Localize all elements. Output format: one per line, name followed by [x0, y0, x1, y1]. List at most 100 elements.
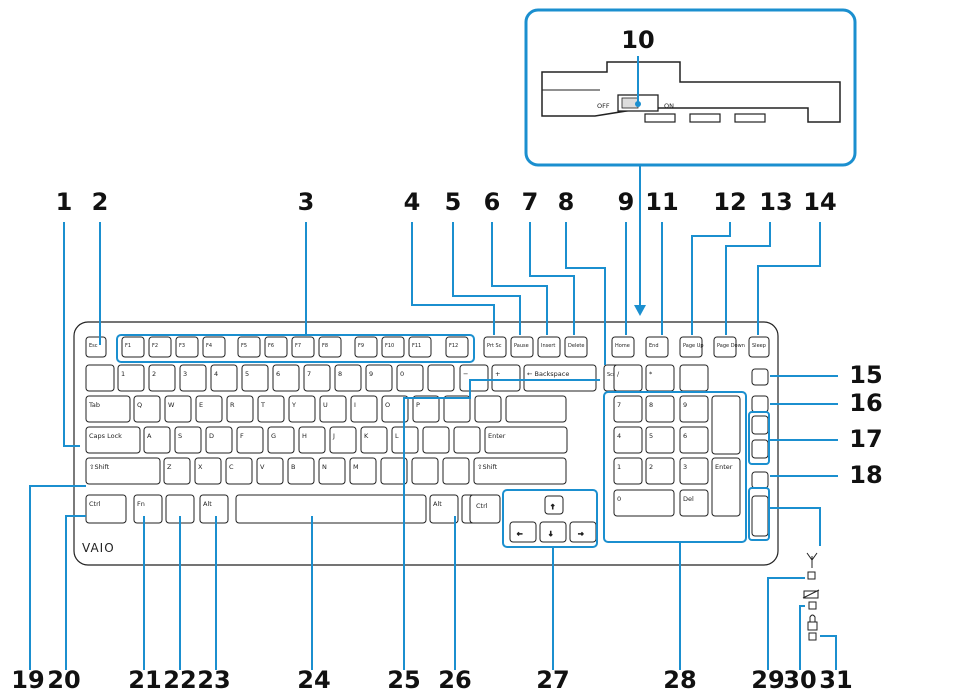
key-label-m: M: [353, 463, 359, 471]
key-delete: [564, 336, 588, 358]
callout-4: 4: [404, 188, 421, 216]
key-a: [143, 426, 171, 454]
key-label-n5: 5: [245, 370, 249, 378]
key-label-slash: /: [617, 370, 620, 378]
key-minus: [459, 364, 489, 392]
callout-15: 15: [849, 361, 882, 389]
key-ctrl_r: [469, 494, 501, 524]
callout-25: 25: [387, 666, 420, 694]
key-n4: [210, 364, 238, 392]
callout-28: 28: [663, 666, 696, 694]
status-indicators: [802, 552, 820, 641]
key-label-star: *: [649, 370, 653, 378]
key-label-alt_l: Alt: [203, 500, 212, 508]
callout-12: 12: [713, 188, 746, 216]
key: [85, 364, 115, 392]
key-j: [329, 426, 357, 454]
key-num9: [679, 395, 709, 423]
key-label-plus: +: [495, 370, 500, 378]
key-label-n2: 2: [152, 370, 156, 378]
inset-on-label: ON: [664, 102, 674, 110]
key-label-n1: 1: [121, 370, 125, 378]
key-n2: [148, 364, 176, 392]
key-i: [350, 395, 378, 423]
callout-18: 18: [849, 461, 882, 489]
leader-line-4: [411, 222, 495, 335]
key-fn: [133, 494, 163, 524]
key-num5: [645, 426, 675, 454]
key-f2: [148, 336, 172, 358]
key-label-num2: 2: [649, 463, 653, 471]
indicator-lamp-30: [808, 601, 817, 610]
key-s: [174, 426, 202, 454]
key-b: [287, 457, 315, 485]
callout-6: 6: [484, 188, 501, 216]
callout-13: 13: [759, 188, 792, 216]
key-label-h: H: [302, 432, 307, 440]
callout-19: 19: [11, 666, 44, 694]
key-pgup: [679, 336, 703, 358]
key-label-f4: F4: [206, 343, 212, 349]
key-label-f: F: [240, 432, 244, 440]
key-label-pgdn: Page Down: [717, 343, 745, 349]
key-label-k: K: [364, 432, 369, 440]
key-label-n6: 6: [276, 370, 280, 378]
key-g: [267, 426, 295, 454]
key-f5: [237, 336, 261, 358]
arrow-up-icon: ↑: [550, 503, 555, 511]
key-label-d: D: [209, 432, 214, 440]
callout-10: 10: [621, 26, 654, 54]
key-n8: [334, 364, 362, 392]
key: [422, 426, 450, 454]
key-label-f12: F12: [449, 343, 458, 349]
key-n: [318, 457, 346, 485]
key-label-home: Home: [615, 343, 630, 349]
callout-5: 5: [445, 188, 462, 216]
key-num_del: [679, 489, 709, 517]
key-d: [205, 426, 233, 454]
key: [751, 368, 769, 386]
key-num6: [679, 426, 709, 454]
callout-8: 8: [558, 188, 575, 216]
power-switch-inset: OFF ON: [524, 8, 857, 316]
key-c: [225, 457, 253, 485]
key-plus: [491, 364, 521, 392]
key-label-c: C: [229, 463, 234, 471]
callout-7: 7: [522, 188, 539, 216]
key-f1: [121, 336, 145, 358]
callout-27: 27: [536, 666, 569, 694]
callout-2: 2: [92, 188, 109, 216]
key-q: [133, 395, 161, 423]
callout-14: 14: [803, 188, 836, 216]
key-label-l: L: [395, 432, 399, 440]
key-prtsc: [483, 336, 507, 358]
key-label-num1: 1: [617, 463, 621, 471]
key: [453, 426, 481, 454]
callout-24: 24: [297, 666, 330, 694]
key: [751, 471, 769, 489]
key-k: [360, 426, 388, 454]
key-n6: [272, 364, 300, 392]
key-enter: [484, 426, 568, 454]
indicator-lamp-29: [807, 571, 816, 580]
key-v: [256, 457, 284, 485]
key-label-f6: F6: [268, 343, 274, 349]
key-label-ctrl_r: Ctrl: [476, 502, 488, 510]
key: [427, 364, 455, 392]
highlight-outlines: [116, 334, 770, 548]
key-z: [163, 457, 191, 485]
key-label-n9: 9: [369, 370, 373, 378]
key-label-num9: 9: [683, 401, 687, 409]
key-f12: [445, 336, 469, 358]
leader-line-12: [725, 222, 771, 335]
arrow-down-icon: ↓: [548, 530, 553, 538]
key-label-f2: F2: [152, 343, 158, 349]
key-y: [288, 395, 316, 423]
key: [539, 521, 567, 543]
key-label-enter: Enter: [488, 432, 506, 440]
key-n5: [241, 364, 269, 392]
key: [544, 495, 564, 515]
key-num8: [645, 395, 675, 423]
